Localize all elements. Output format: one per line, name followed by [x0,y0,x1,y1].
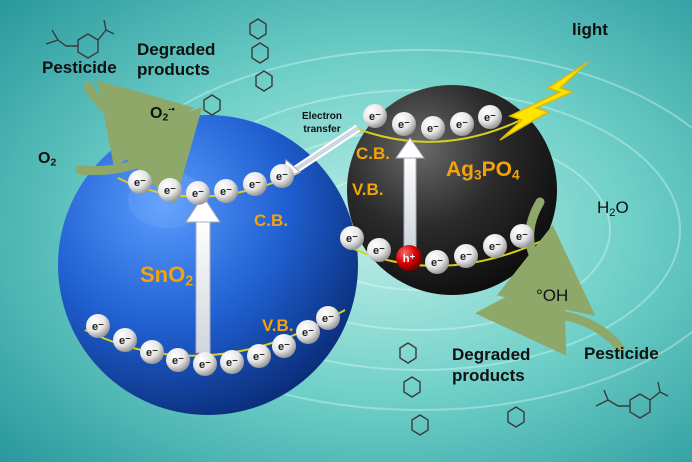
electron-transfer-line2: transfer [303,124,341,135]
electron-label: e⁻ [226,357,238,369]
electron-particle: e⁻ [510,224,534,248]
electron-particle: e⁻ [421,116,445,140]
sno2-label: SnO2 [140,262,194,290]
electron-label: e⁻ [516,231,528,243]
electron-particle: e⁻ [220,350,244,374]
electron-particle: e⁻ [113,328,137,352]
hole-label: h⁺ [403,253,416,265]
electron-label: e⁻ [146,347,158,359]
pesticide-label-bottom: Pesticide [584,344,659,363]
ag3po4-cb-label: C.B. [356,144,390,163]
electron-particle: e⁻ [316,306,340,330]
electron-label: e⁻ [431,257,443,269]
light-label: light [572,20,608,39]
pesticide-label-top: Pesticide [42,58,117,77]
electron-label: e⁻ [249,179,261,191]
electron-particle: e⁻ [478,105,502,129]
electron-label: e⁻ [322,313,334,325]
electron-label: e⁻ [278,341,290,353]
electron-particle: e⁻ [270,164,294,188]
electron-particle: e⁻ [247,344,271,368]
electron-particle: e⁻ [392,112,416,136]
sno2-excitation-arrow [185,195,221,354]
electron-label: e⁻ [192,188,204,200]
oxygen-label: O2 [38,150,57,169]
hydroxyl-radical-label: °OH [536,286,569,305]
electron-particle: e⁻ [340,226,364,250]
electron-label: e⁻ [398,119,410,131]
degraded-top-line2: products [137,60,210,79]
sno2-vb-label: V.B. [262,316,294,335]
electron-label: e⁻ [119,335,131,347]
electron-label: e⁻ [134,177,146,189]
electron-particle: e⁻ [86,314,110,338]
electron-label: e⁻ [346,233,358,245]
electron-particle: e⁻ [193,352,217,376]
water-label: H2O [597,198,629,219]
electron-particle: e⁻ [128,170,152,194]
degraded-bottom-line2: products [452,366,525,385]
electron-label: e⁻ [253,351,265,363]
degraded-molecule-icon-bottom [399,342,525,436]
electron-label: e⁻ [302,327,314,339]
electron-particle: e⁻ [450,112,474,136]
electron-label: e⁻ [456,119,468,131]
electron-label: e⁻ [172,355,184,367]
electron-particle: e⁻ [243,172,267,196]
degraded-bottom-line1: Degraded [452,345,531,364]
sno2-cb-label: C.B. [254,211,288,230]
pesticide-to-degraded-arrow-top [83,80,195,169]
ag3po4-conduction-band-line [354,117,526,143]
electron-transfer-line1: Electron [302,111,343,122]
degraded-top-line1: Degraded [137,40,216,59]
electron-particle: e⁻ [158,178,182,202]
degraded-products-label-top: Degraded products [137,40,215,80]
electron-label: e⁻ [373,245,385,257]
degraded-molecule-icon [203,18,273,116]
electron-particle: e⁻ [367,238,391,262]
electron-transfer-label: Electron transfer [302,110,342,136]
electron-particle: e⁻ [272,334,296,358]
lightning-bolt-icon [499,61,589,141]
pesticide-molecule-icon-bottom [595,381,669,419]
electron-particle: e⁻ [140,340,164,364]
electron-particle: e⁻ [363,104,387,128]
electron-particle: e⁻ [166,348,190,372]
electron-label: e⁻ [427,123,439,135]
electron-particle: e⁻ [425,250,449,274]
electron-label: e⁻ [484,112,496,124]
electron-label: e⁻ [199,359,211,371]
ag3po4-vb-label: V.B. [352,180,384,199]
ag3po4-label: Ag3PO4 [446,158,520,183]
electron-label: e⁻ [276,171,288,183]
degraded-products-label-bottom: Degraded products [452,344,530,386]
pesticide-to-degraded-arrow-bottom [475,265,625,356]
electron-particle: e⁻ [214,179,238,203]
electron-label: e⁻ [489,241,501,253]
hole-particle: h⁺ [396,245,422,271]
electron-label: e⁻ [220,186,232,198]
electron-particle: e⁻ [186,181,210,205]
electron-label: e⁻ [92,321,104,333]
pesticide-molecule-icon [45,19,115,59]
superoxide-radical-label: O2-• [150,104,175,124]
electron-label: e⁻ [164,185,176,197]
electron-particle: e⁻ [296,320,320,344]
process-arrows [75,80,625,356]
electron-particle: e⁻ [483,234,507,258]
electron-particle: e⁻ [454,244,478,268]
electron-label: e⁻ [369,111,381,123]
electron-label: e⁻ [460,251,472,263]
